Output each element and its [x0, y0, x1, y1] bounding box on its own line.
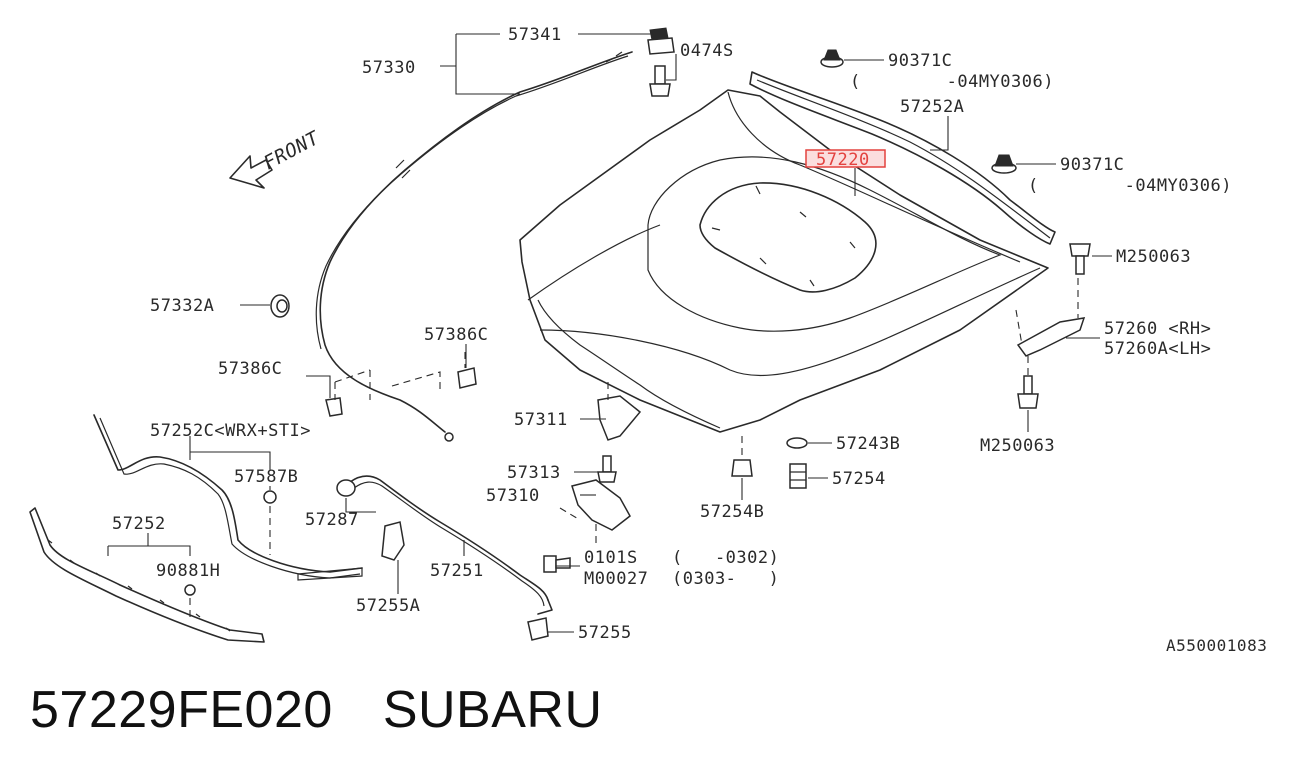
bumper-57254	[789, 463, 807, 489]
hinge-57311	[597, 382, 642, 441]
callout-57260: 57260 <RH>	[1104, 319, 1211, 339]
stay-grommet-57287	[336, 479, 356, 497]
front-arrow-icon	[229, 155, 273, 189]
stay-holder-57255a	[381, 521, 405, 561]
callout-0474s: 0474S	[680, 41, 734, 61]
callout-90881h: 90881H	[156, 561, 220, 581]
part-number: 57229FE020	[30, 681, 333, 739]
bolt-0474s	[649, 65, 671, 97]
part-caption: 57229FE020 SUBARU	[30, 680, 603, 740]
callout-57254: 57254	[832, 469, 886, 489]
clip-57386c-right	[391, 352, 477, 390]
diagram-reference-code: A550001083	[1166, 636, 1268, 655]
callout-57287: 57287	[305, 510, 359, 530]
grommet-90371c-top	[820, 49, 844, 68]
callout-0101s-note: ( -0302)	[672, 548, 779, 568]
bumper-57254b	[731, 436, 753, 477]
washer-57243b	[786, 437, 808, 449]
callout-57311: 57311	[514, 410, 568, 430]
callout-57252a: 57252A	[900, 97, 964, 117]
callout-57251: 57251	[430, 561, 484, 581]
hood-panel	[519, 89, 1049, 433]
bolt-m250063-bottom	[1017, 356, 1039, 409]
highlight-box-57220	[805, 149, 886, 168]
callout-57310: 57310	[486, 486, 540, 506]
callout-57330: 57330	[362, 58, 416, 78]
callout-0101s: 0101S	[584, 548, 638, 568]
callout-m00027-note: (0303- )	[672, 569, 779, 589]
clip-90881h	[184, 584, 196, 618]
callout-57254b: 57254B	[700, 502, 764, 522]
hinge-57310	[559, 479, 631, 546]
cable-clip-57341	[647, 27, 675, 55]
callout-57313: 57313	[507, 463, 561, 483]
callout-m00027: M00027	[584, 569, 648, 589]
hood-stay-rod	[349, 475, 553, 615]
bolt-57313	[597, 455, 617, 483]
callout-57252: 57252	[112, 514, 166, 534]
callout-57252c: 57252C<WRX+STI>	[150, 421, 311, 441]
callout-57220: 57220	[816, 150, 870, 170]
callout-90371c-lower: 90371C	[1060, 155, 1124, 175]
callout-labels: 57341 57330 0474S 90371C ( -04MY0306) 57…	[112, 25, 1232, 643]
clip-57386c-left	[325, 369, 371, 417]
bolt-m250063-top	[1069, 243, 1091, 275]
grommet-57332a	[270, 294, 290, 318]
front-molding-57252	[29, 507, 265, 643]
release-cable	[315, 51, 633, 442]
callout-57386c-right: 57386C	[424, 325, 488, 345]
hood-weatherstrip	[749, 71, 1056, 245]
leader-lines	[107, 33, 1112, 633]
bolt-0101s	[543, 555, 571, 573]
stay-clip-57255	[527, 617, 549, 641]
callout-90371c-top-note: ( -04MY0306)	[850, 72, 1054, 92]
brand-name: SUBARU	[382, 681, 603, 739]
callout-m250063-bottom: M250063	[980, 436, 1055, 456]
front-label: FRONT	[260, 126, 324, 174]
callout-57260a: 57260A<LH>	[1104, 339, 1211, 359]
callout-57386c-left: 57386C	[218, 359, 282, 379]
callout-m250063-top: M250063	[1116, 247, 1191, 267]
clip-57587b	[263, 490, 277, 555]
grille-molding-57252c	[93, 414, 363, 581]
grommet-90371c-lower	[991, 154, 1017, 174]
callout-57332a: 57332A	[150, 296, 214, 316]
callout-57243b: 57243B	[836, 434, 900, 454]
callout-57255: 57255	[578, 623, 632, 643]
bracket-57260	[1015, 278, 1086, 357]
callout-57587b: 57587B	[234, 467, 298, 487]
parts-diagram: FRONT	[29, 25, 1232, 643]
callout-90371c-top: 90371C	[888, 51, 952, 71]
callout-57255a: 57255A	[356, 596, 420, 616]
callout-57341: 57341	[508, 25, 562, 45]
callout-90371c-lower-note: ( -04MY0306)	[1028, 176, 1232, 196]
